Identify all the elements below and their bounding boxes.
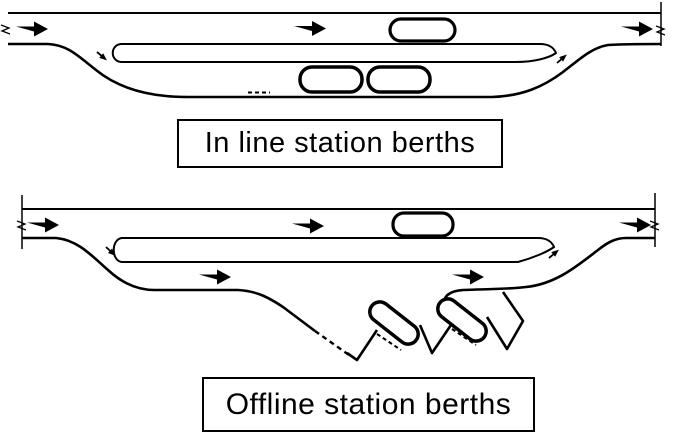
- flow-arrow-icon: [621, 21, 653, 37]
- inline-caption-box: In line station berths: [177, 119, 503, 168]
- flow-arrow-icon: [294, 21, 326, 36]
- offline-berths-diagram: [16, 193, 660, 362]
- flow-arrow-icon: [199, 269, 231, 285]
- break-mark-icon: [655, 25, 666, 36]
- merge-arrow-icon: [554, 51, 570, 67]
- bus-through-icon: [391, 211, 455, 238]
- sawtooth-berth-edge: [418, 321, 455, 355]
- flow-arrow-icon: [619, 217, 651, 233]
- bus-berthed-icon: [298, 65, 364, 94]
- berth-approach-dashed-edge: [314, 330, 350, 356]
- inline-berths-diagram: [0, 2, 666, 99]
- inline-caption: In line station berths: [204, 127, 476, 159]
- bus-berthed-icon: [368, 300, 420, 346]
- sawtooth-berth-edge: [346, 329, 379, 362]
- sawtooth-berth-edge: [485, 291, 525, 351]
- flow-arrow-icon: [292, 218, 324, 234]
- flow-arrow-icon: [452, 269, 484, 285]
- break-mark-icon: [649, 220, 660, 231]
- median-island: [112, 237, 556, 263]
- break-mark-icon: [16, 220, 27, 231]
- flow-arrow-icon: [27, 217, 59, 233]
- bus-through-icon: [388, 17, 457, 43]
- offline-caption: Offline station berths: [225, 387, 512, 421]
- flow-arrow-icon: [16, 21, 48, 37]
- berth-marking-dashes: [376, 333, 402, 351]
- berth-exit-edge: [443, 236, 655, 308]
- bypass-outer-edge: [8, 42, 662, 99]
- offline-caption-box: Offline station berths: [202, 377, 535, 432]
- break-mark-icon: [0, 24, 11, 35]
- berth-marking-dashes: [451, 328, 477, 346]
- median-island: [111, 43, 558, 63]
- diverge-arrow-icon: [94, 48, 110, 64]
- bypass-outer-edge: [22, 236, 316, 333]
- bus-berthed-icon: [436, 297, 488, 343]
- bus-berthed-icon: [366, 65, 432, 94]
